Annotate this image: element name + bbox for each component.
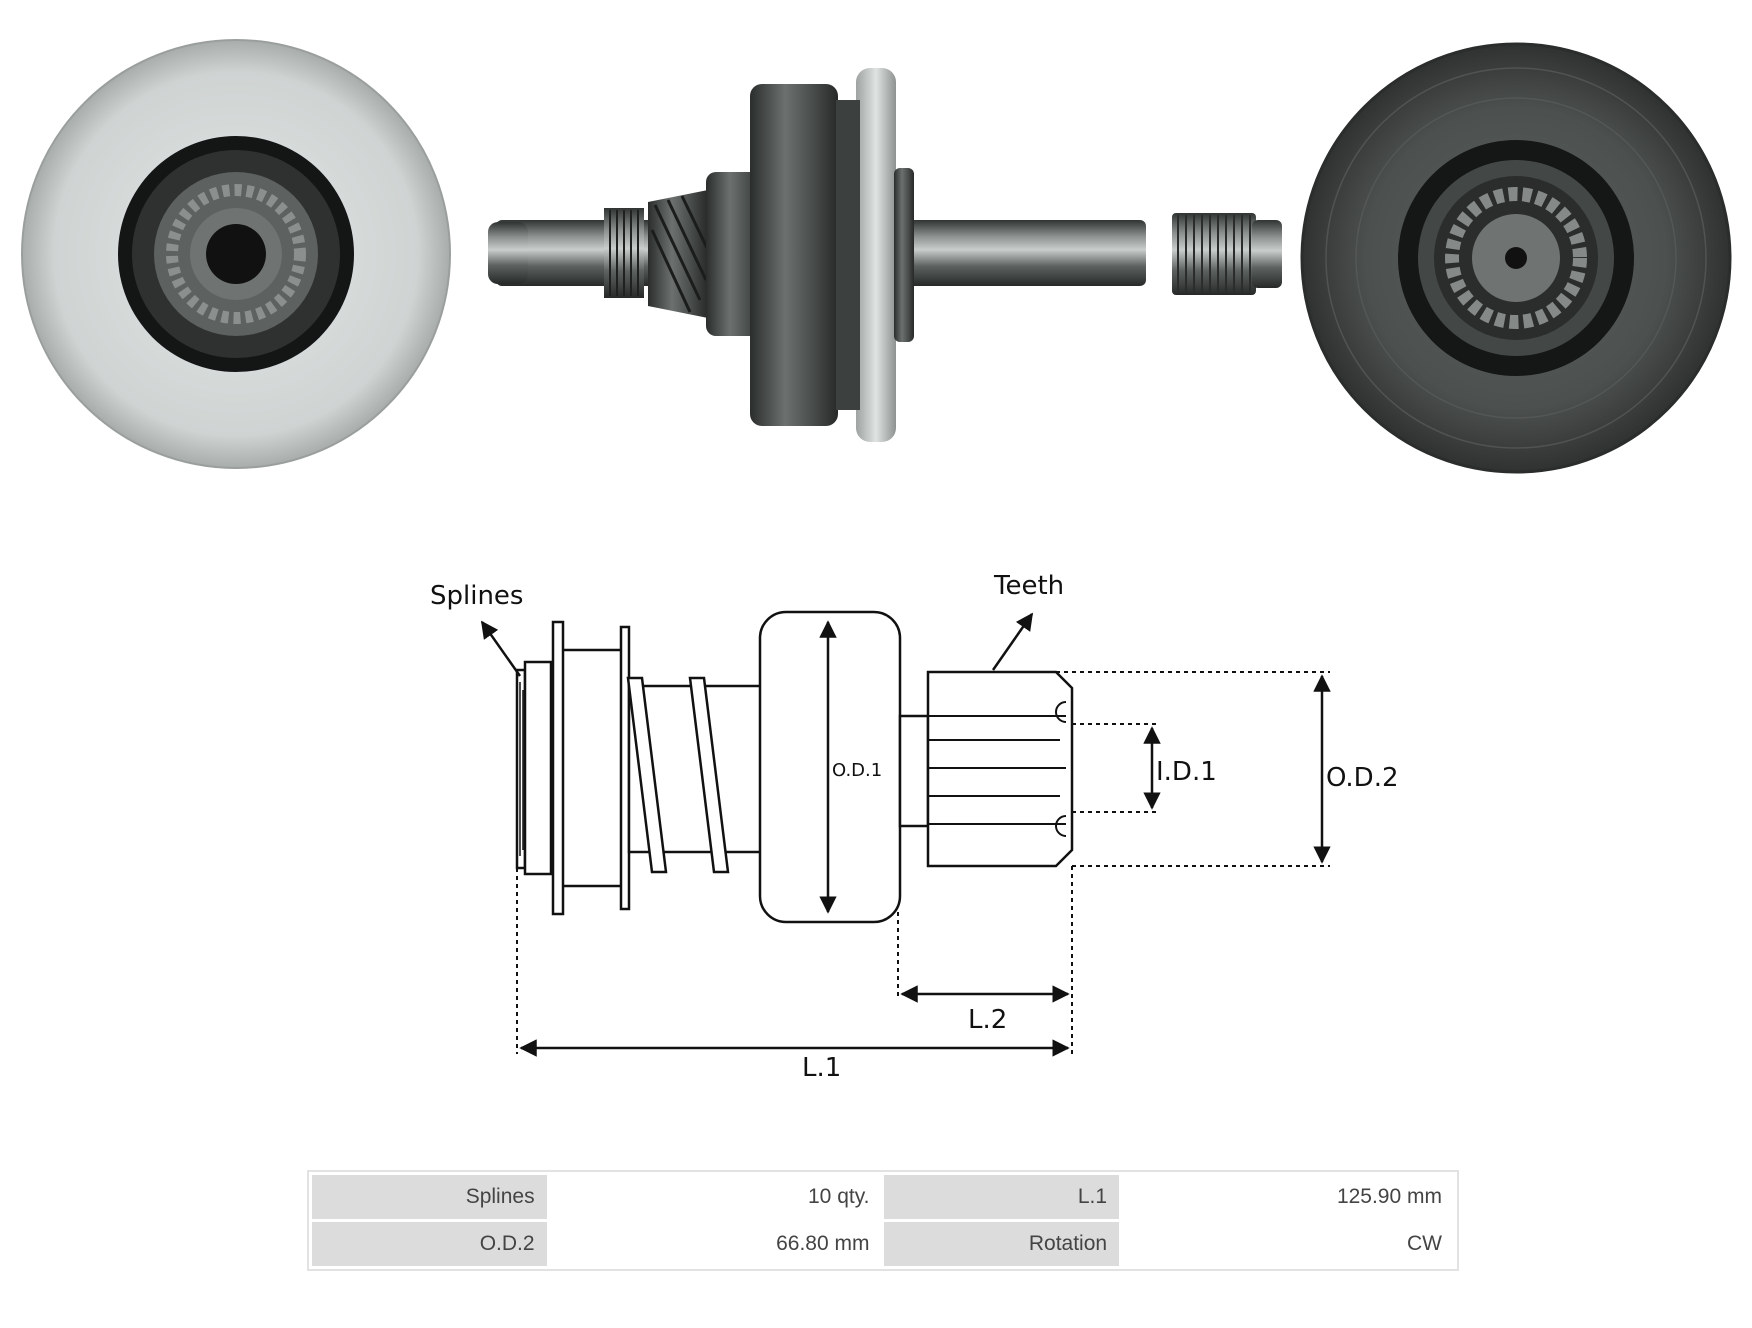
spec-label: L.1 [884,1175,1120,1219]
label-od2: O.D.2 [1326,763,1399,793]
label-od1: O.D.1 [832,760,882,781]
label-splines: Splines [430,581,523,611]
spec-label: O.D.2 [312,1222,547,1266]
photo-rear-view [1300,42,1732,474]
spec-label: Rotation [884,1222,1120,1266]
label-id1: I.D.1 [1156,757,1217,787]
spec-label: Splines [312,1175,547,1219]
spec-value: 10 qty. [549,1175,882,1219]
label-teeth: Teeth [993,571,1064,601]
label-l2: L.2 [968,1005,1007,1035]
dimension-diagram: Splines Teeth O.D.1 I.D.1 O.D.2 L.2 L.1 [430,571,1399,1083]
spring-coils [626,676,730,874]
spec-table: Splines 10 qty. L.1 125.90 mm O.D.2 66.8… [307,1170,1459,1271]
pinion-teeth [928,701,1067,837]
photo-side-view [488,68,1282,442]
extension-lines [516,671,1330,1054]
table-row: Splines 10 qty. L.1 125.90 mm [312,1175,1454,1219]
table-row: O.D.2 66.80 mm Rotation CW [312,1222,1454,1266]
label-l1: L.1 [802,1053,841,1083]
product-photos [21,39,1732,474]
dimension-arrows [480,612,1331,1057]
photo-front-view [21,39,451,469]
spec-value: 66.80 mm [549,1222,882,1266]
spec-value: 125.90 mm [1122,1175,1454,1219]
spline-marks [519,682,524,856]
spec-value: CW [1122,1222,1454,1266]
